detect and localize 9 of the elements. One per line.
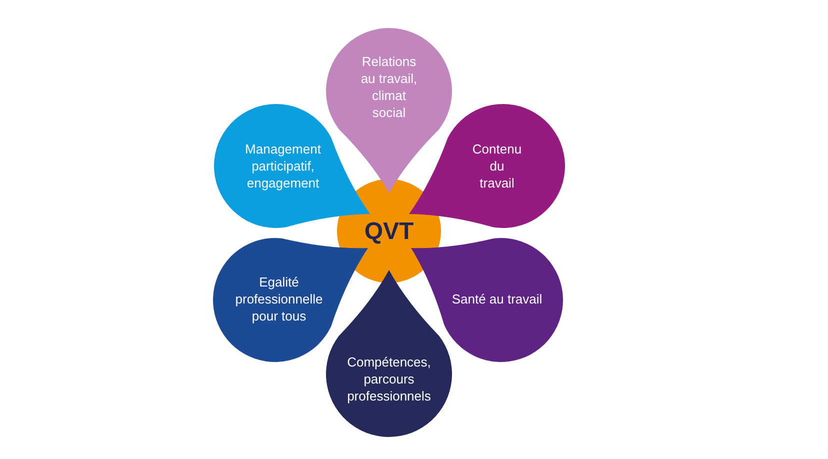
petal-label: Santé au travail	[450, 290, 544, 308]
petal-label: Relations au travail, climat social	[360, 53, 418, 121]
petal-label: Management participatif, engagement	[244, 140, 322, 192]
petal-label: Compétences, parcours professionnels	[346, 354, 432, 404]
petal-label: Egalité professionnelle pour tous	[234, 274, 324, 324]
center-label: QVT	[364, 220, 414, 244]
petal	[326, 270, 452, 437]
petal-label: Contenu du travail	[472, 140, 522, 192]
petal	[326, 28, 452, 193]
